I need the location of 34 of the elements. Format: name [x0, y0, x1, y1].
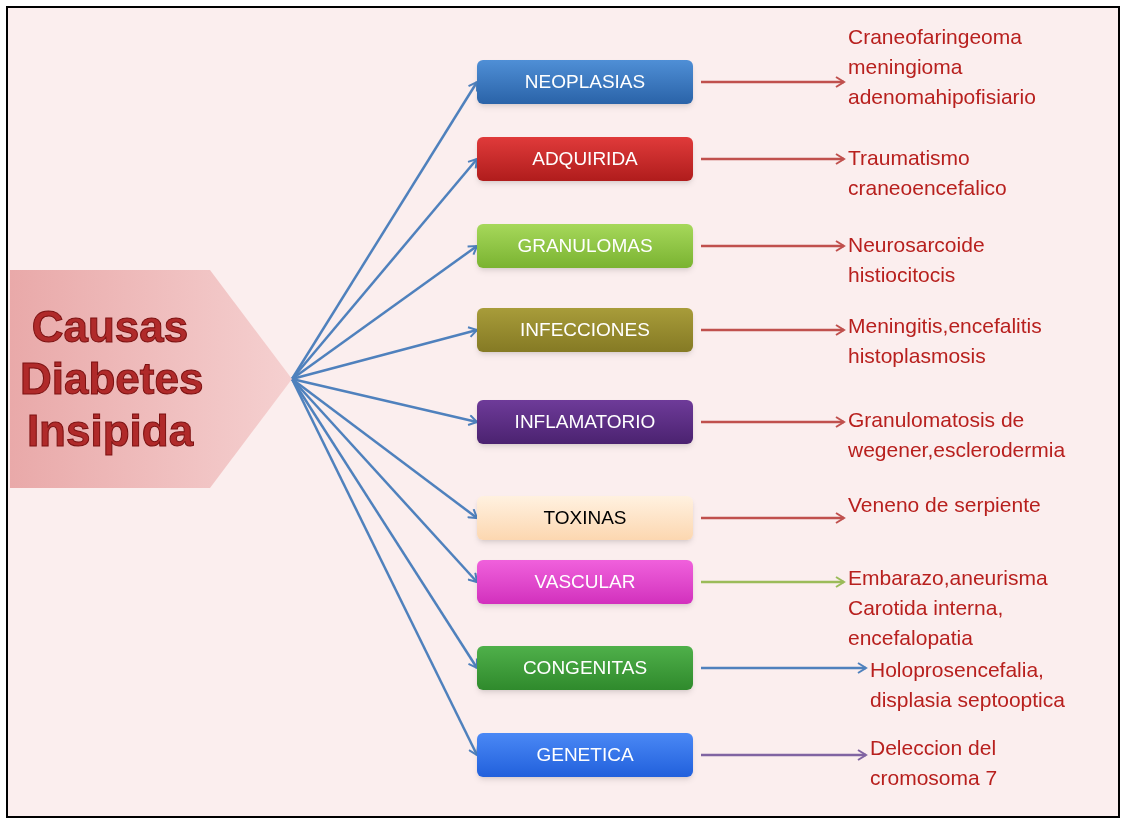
- arrow: [701, 662, 867, 674]
- arrow: [701, 240, 845, 252]
- cause-text: Neurosarcoide histiocitocis: [848, 230, 1058, 290]
- arrow: [701, 153, 845, 165]
- category-box: VASCULAR: [477, 560, 693, 604]
- arrow: [701, 749, 867, 761]
- cause-text: Traumatismo craneoencefalico: [848, 143, 1058, 203]
- category-box: ADQUIRIDA: [477, 137, 693, 181]
- category-box: INFECCIONES: [477, 308, 693, 352]
- arrow: [291, 326, 478, 381]
- arrow: [701, 512, 845, 524]
- arrow: [291, 158, 478, 380]
- cause-text: Embarazo,aneurisma Carotida interna, encefalopatia: [848, 563, 1098, 653]
- arrow: [701, 576, 845, 588]
- category-box: GENETICA: [477, 733, 693, 777]
- cause-text: Deleccion del cromosoma 7: [870, 733, 1070, 793]
- arrow: [701, 324, 845, 336]
- category-box: INFLAMATORIO: [477, 400, 693, 444]
- cause-text: Craneofaringeoma meningioma adenomahipofisiario: [848, 22, 1098, 112]
- pentagon-node: [10, 270, 292, 488]
- cause-text: Granulomatosis de wegener,esclerodermia: [848, 405, 1120, 465]
- category-box: NEOPLASIAS: [477, 60, 693, 104]
- category-box: CONGENITAS: [477, 646, 693, 690]
- arrow: [290, 378, 479, 756]
- arrow: [291, 377, 478, 427]
- category-box: TOXINAS: [477, 496, 693, 540]
- arrow: [701, 416, 845, 428]
- cause-text: Meningitis,encefalitis histoplasmosis: [848, 311, 1120, 371]
- cause-text: Veneno de serpiente: [848, 490, 1108, 520]
- title-text: Causas Diabetes Insipida: [20, 301, 200, 457]
- arrow: [701, 76, 845, 88]
- category-box: GRANULOMAS: [477, 224, 693, 268]
- cause-text: Holoprosencefalia, displasia septooptica: [870, 655, 1120, 715]
- arrow: [290, 81, 479, 380]
